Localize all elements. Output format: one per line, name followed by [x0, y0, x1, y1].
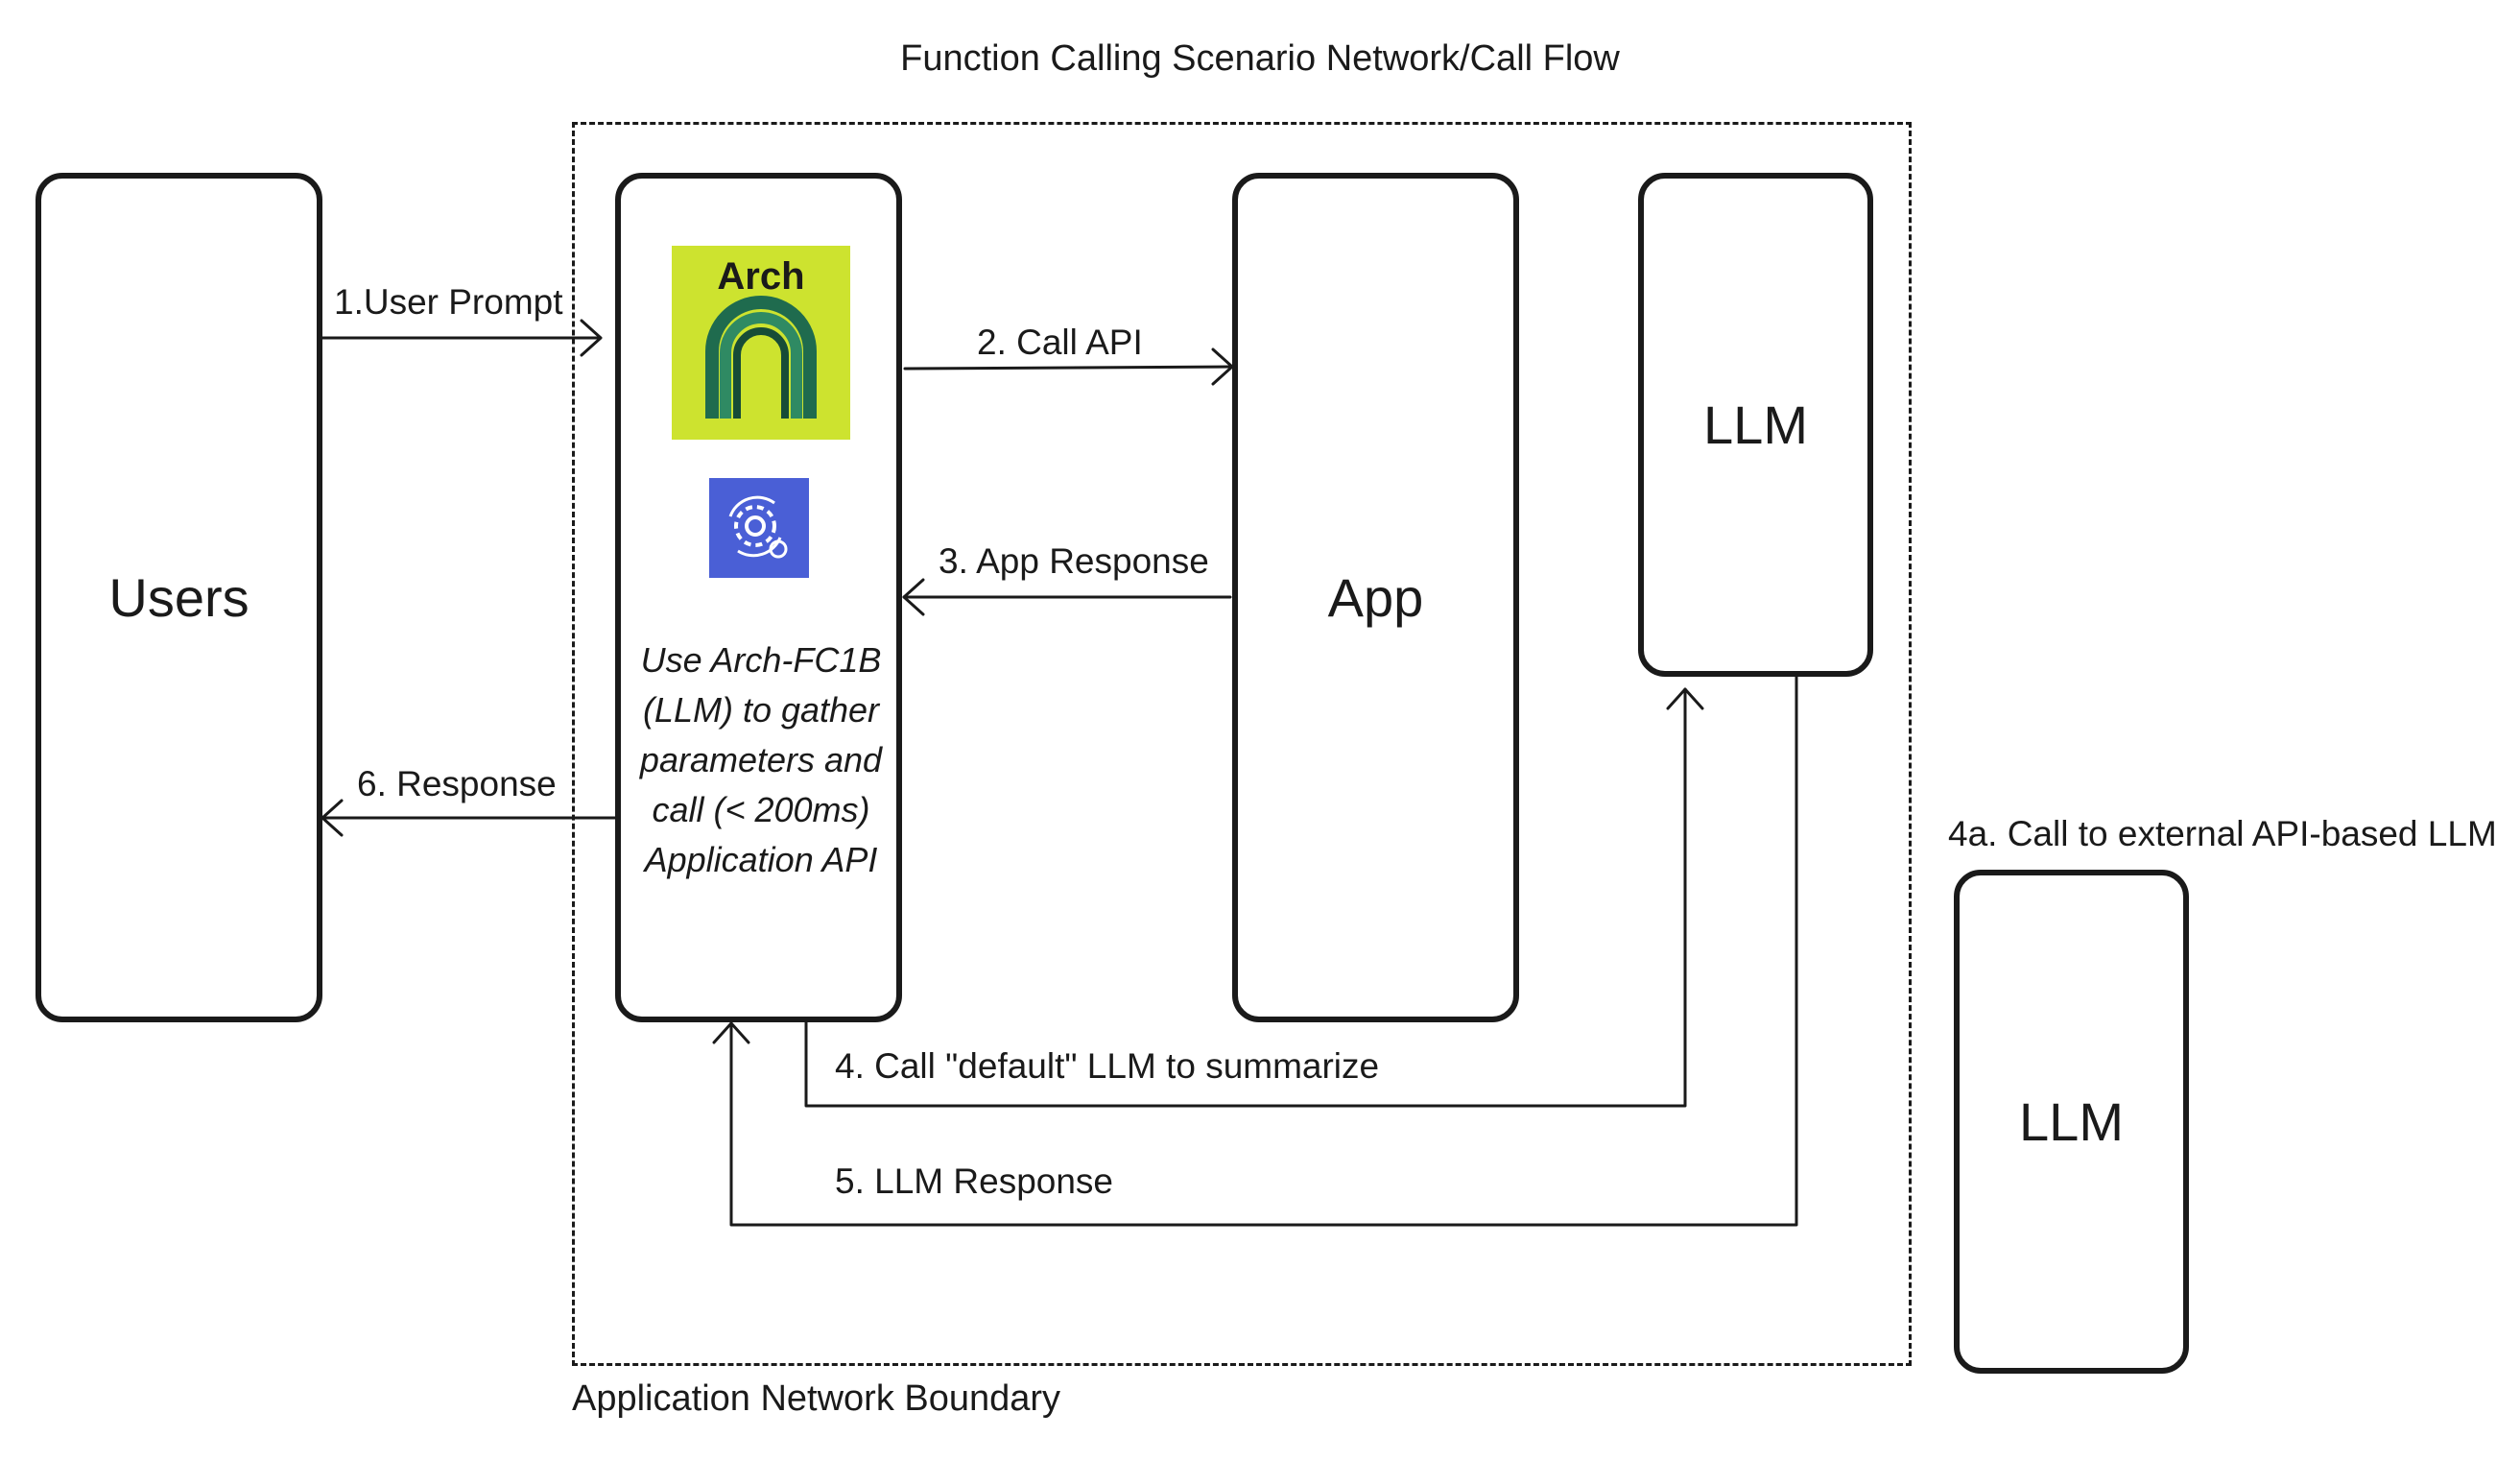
gear-refresh-icon — [709, 478, 809, 578]
diagram-title: Function Calling Scenario Network/Call F… — [900, 38, 1620, 79]
arrowhead-user-prompt — [580, 319, 603, 357]
gateway-description-line: Use Arch-FC1B — [640, 640, 882, 680]
edge-call-api — [903, 365, 1232, 371]
external-llm-node: LLM — [1954, 870, 2189, 1374]
edge-label-call-default-llm: 4. Call "default" LLM to summarize — [835, 1046, 1380, 1086]
gateway-description-line: (LLM) to gather — [642, 690, 880, 730]
edge-call-default-llm — [804, 687, 1687, 1108]
arch-arc-icon: Arch — [672, 246, 850, 440]
edge-label-response: 6. Response — [357, 764, 557, 803]
gateway-description-line: Application API — [644, 840, 878, 879]
edge-label-app-response: 3. App Response — [939, 541, 1209, 581]
edge-llm-response — [729, 675, 1798, 1227]
internal-llm-node: LLM — [1638, 173, 1873, 677]
external-llm-label: LLM — [2019, 1091, 2124, 1152]
arch-logo-text: Arch — [717, 255, 805, 298]
gateway-description: Use Arch-FC1B (LLM) to gather parameters… — [622, 635, 900, 885]
edge-label-llm-response: 5. LLM Response — [835, 1162, 1114, 1201]
app-label: App — [1327, 567, 1424, 628]
app-node: App — [1232, 173, 1519, 1022]
edge-label-call-api: 2. Call API — [977, 323, 1143, 362]
arrowhead-call-default-llm — [1666, 687, 1704, 710]
arrowhead-call-api — [1211, 347, 1234, 386]
edge-label-external-llm: 4a. Call to external API-based LLM — [1948, 814, 2497, 853]
users-label: Users — [108, 567, 250, 628]
edge-label-user-prompt: 1.User Prompt — [334, 282, 563, 322]
gateway-description-line: parameters and — [639, 740, 883, 779]
internal-llm-label: LLM — [1703, 395, 1808, 455]
arrowhead-llm-response — [712, 1021, 750, 1044]
arrowhead-response — [321, 799, 344, 837]
users-node: Users — [36, 173, 322, 1022]
arrowhead-app-response — [902, 578, 925, 616]
boundary-label: Application Network Boundary — [572, 1378, 1061, 1419]
application-network-boundary — [572, 122, 1912, 1366]
gateway-description-line: call (< 200ms) — [652, 790, 870, 829]
